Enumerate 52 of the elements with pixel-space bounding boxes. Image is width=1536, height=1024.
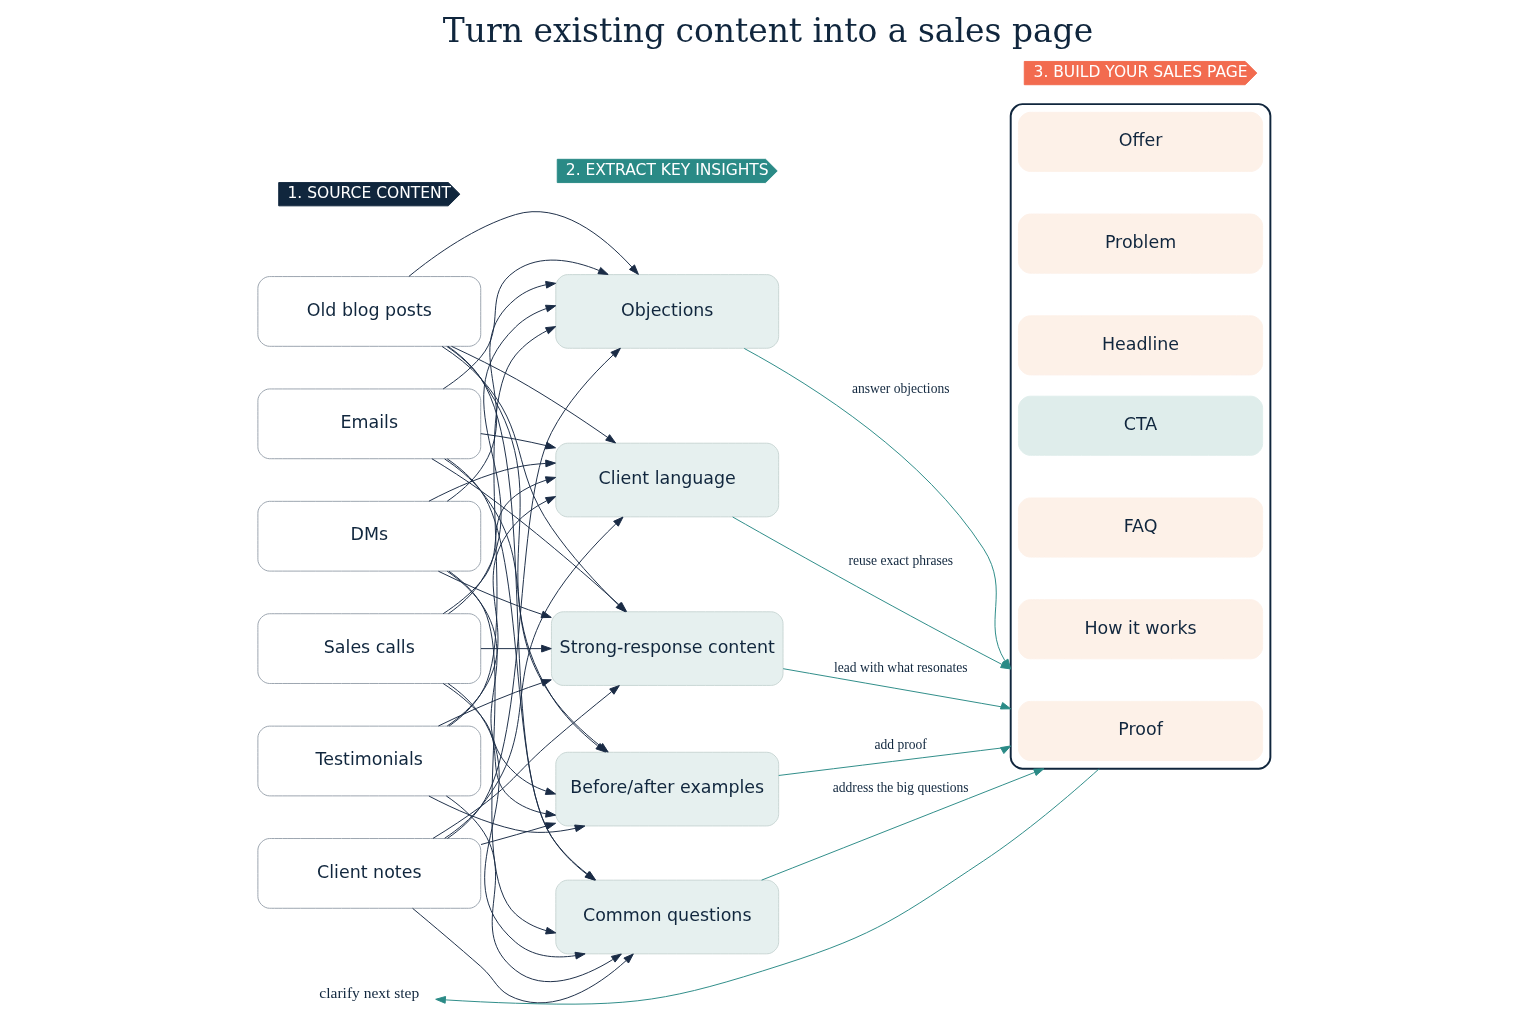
arrow: [437, 679, 552, 727]
node-box: Old blog posts: [257, 276, 482, 347]
arrow: [480, 644, 552, 653]
arrow: [448, 326, 557, 727]
arrow: [445, 795, 622, 983]
arrow: [442, 683, 557, 818]
arrow: [428, 795, 586, 833]
arrow: [437, 570, 552, 619]
diagram-title: Turn existing content into a sales page: [442, 11, 1094, 51]
arrow: [778, 745, 1012, 776]
edge-label: lead with what resonates: [833, 660, 968, 676]
arrow: [761, 768, 1045, 881]
arrow: [442, 259, 609, 390]
node-box: CTA: [1017, 395, 1264, 456]
node-box: Common questions: [555, 879, 780, 955]
arrow: [442, 476, 557, 615]
edge-label: address the big questions: [832, 780, 969, 796]
arrow: [446, 496, 557, 727]
node-box: Emails: [257, 388, 482, 460]
node-box: Testimonials: [257, 725, 482, 797]
arrow: [451, 345, 617, 444]
node-box: Sales calls: [257, 613, 482, 684]
node-box: How it works: [1017, 599, 1264, 660]
arrow: [432, 685, 620, 839]
node-box: FAQ: [1017, 497, 1264, 558]
edge-label: reuse exact phrases: [848, 552, 954, 568]
cluster: [1009, 103, 1272, 770]
node-box: Headline: [1017, 315, 1264, 376]
arrow: [448, 304, 557, 615]
arrow: [447, 683, 586, 960]
edge-label: add proof: [874, 736, 927, 752]
arrow: [446, 570, 557, 795]
node-box: Offer: [1017, 111, 1264, 172]
node-box: Client language: [555, 442, 780, 518]
arrow: [480, 822, 557, 845]
node-box: Client notes: [257, 838, 482, 909]
node-box: Before/after examples: [555, 751, 780, 827]
arrow: [782, 668, 1012, 710]
arrow: [412, 907, 634, 1004]
node-text: clarify next step: [319, 984, 420, 1002]
arrow: [448, 570, 557, 935]
arrow: [446, 347, 621, 839]
arrow: [428, 459, 556, 502]
node-box: Problem: [1017, 213, 1264, 274]
arrow: [435, 768, 1100, 1005]
edge-label: answer objections: [852, 381, 950, 397]
node-box: Strong-response content: [550, 611, 784, 686]
arrow: [480, 433, 557, 450]
arrow: [446, 280, 557, 502]
node-box: Objections: [555, 274, 780, 349]
arrow: [408, 211, 639, 277]
node-box: DMs: [257, 500, 482, 572]
